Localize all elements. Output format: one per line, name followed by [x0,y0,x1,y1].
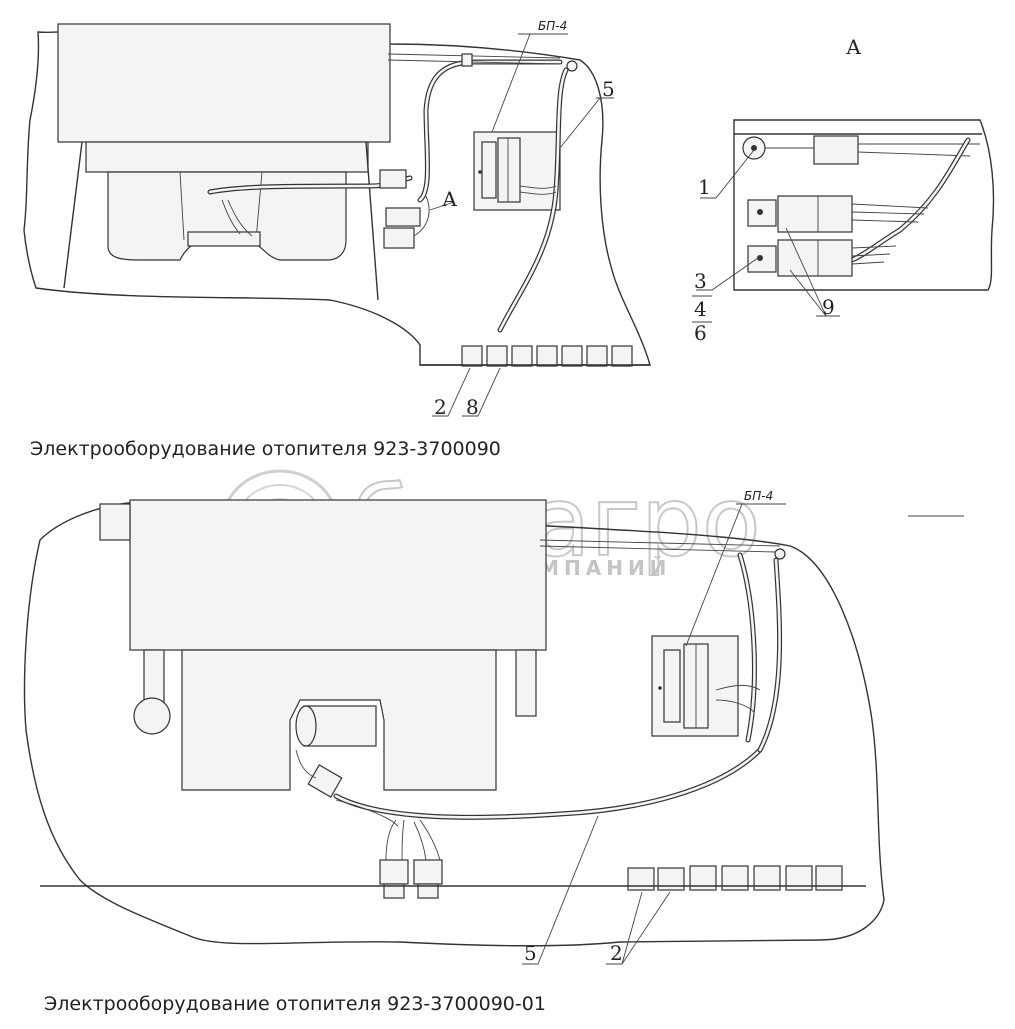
bottom-view: БП-4 5 2 [23,489,964,965]
detail-label-1: 1 [698,175,711,199]
top-switch-row [420,345,650,367]
detail-view-a: А 1 3 4 6 9 [692,35,995,345]
bottom-label-bp4: БП-4 [744,489,773,503]
detail-label-4: 4 [694,297,707,321]
top-view: БП-4 5 А 2 8 [23,19,651,419]
top-label-bp4: БП-4 [538,19,567,33]
top-label-2: 2 [434,395,447,419]
bottom-dash-board [129,499,547,651]
bottom-switch-row [40,865,866,891]
top-dash-shelf [85,141,369,173]
top-label-view-a: А [442,187,457,211]
bottom-label-2: 2 [610,941,623,965]
top-label-5: 5 [602,77,615,101]
bottom-connector-group [379,819,443,899]
caption-top: Электрооборудование отопителя 923-370009… [30,438,501,460]
detail-label-9: 9 [822,295,835,319]
bottom-heater-body [181,649,497,791]
detail-label-3: 3 [694,269,707,293]
detail-outline [733,119,995,291]
detail-label-6: 6 [694,321,707,345]
caption-bottom: Электрооборудование отопителя 923-370009… [44,993,546,1015]
bottom-label-5: 5 [524,941,537,965]
top-dash-board [57,23,391,143]
detail-title-a: А [846,35,861,59]
top-label-8: 8 [466,395,479,419]
